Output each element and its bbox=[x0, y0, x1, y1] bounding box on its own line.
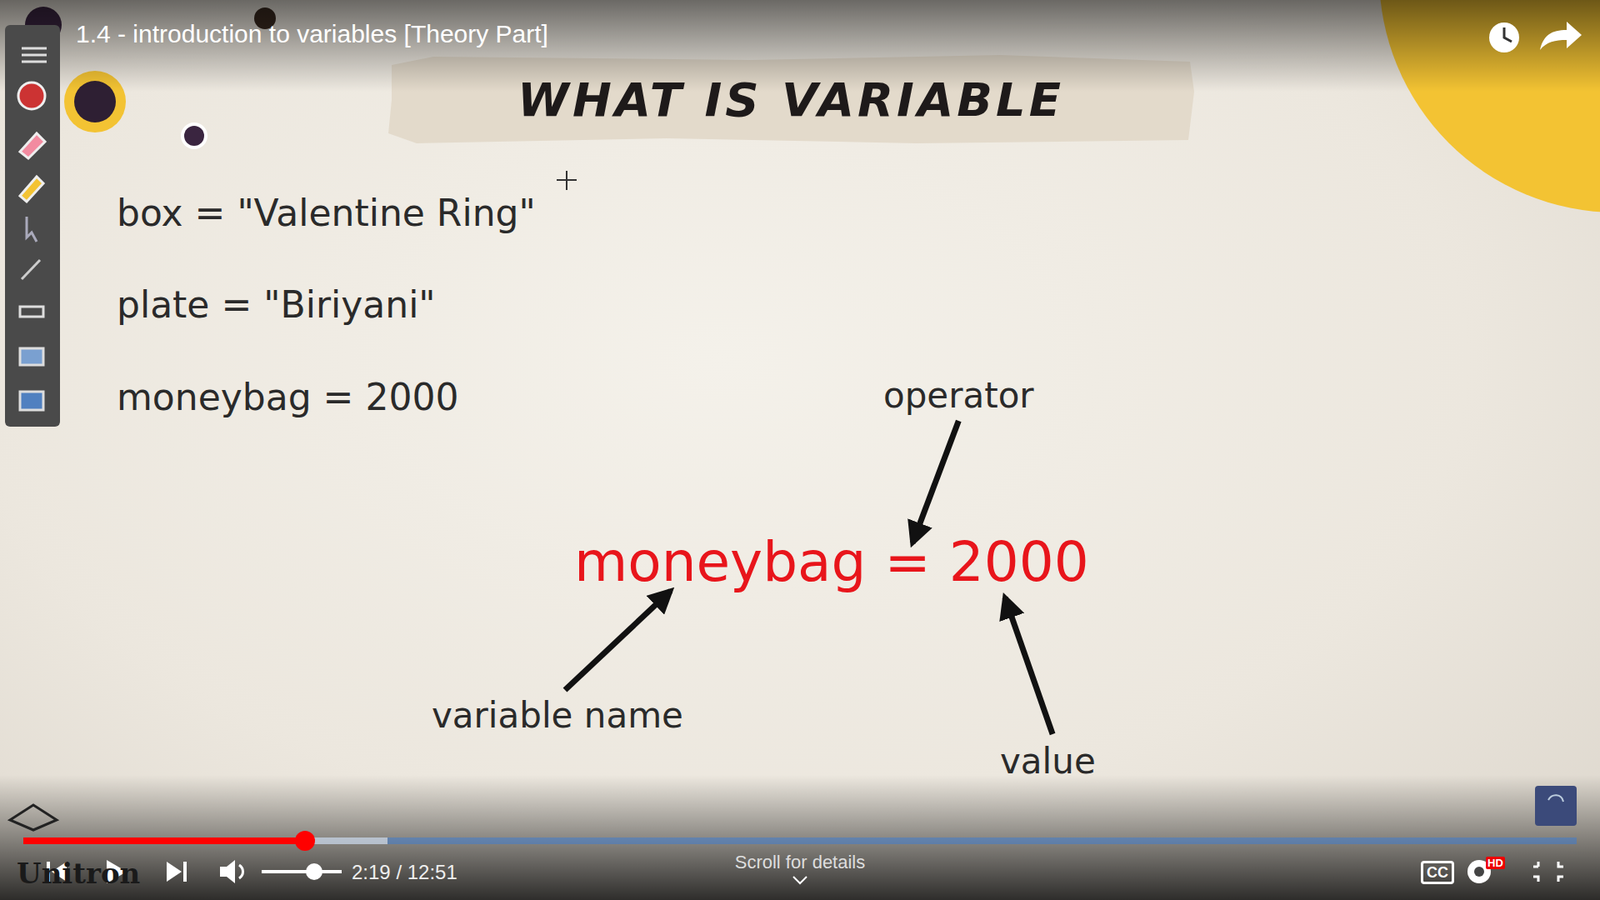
leader-arrow bbox=[1005, 597, 1053, 735]
cc-button: CC bbox=[1420, 860, 1455, 885]
code-line: plate = "Biriyani" bbox=[116, 283, 436, 326]
code-part: 2000 bbox=[949, 530, 1090, 595]
leader-arrow bbox=[912, 420, 959, 543]
watermark: Unitron bbox=[16, 856, 140, 890]
scroll-hint: Scroll for details bbox=[735, 851, 866, 874]
code-line: moneybag = 2000 bbox=[116, 375, 459, 419]
code-part: moneybag bbox=[574, 530, 866, 595]
hd-badge: HD bbox=[1485, 856, 1505, 870]
title-band: WHAT IS VARIABLE bbox=[387, 55, 1195, 143]
annotation: operator bbox=[883, 375, 1035, 416]
code-line: box = "Valentine Ring" bbox=[116, 191, 536, 235]
leader-arrow bbox=[565, 590, 671, 690]
annotation: variable name bbox=[431, 695, 684, 736]
code-part: = bbox=[884, 530, 930, 595]
slide-title: WHAT IS VARIABLE bbox=[517, 72, 1065, 127]
time-display: 2:19 / 12:51 bbox=[351, 860, 458, 885]
code-example: moneybag = 2000 bbox=[574, 530, 1090, 595]
annotation: value bbox=[1000, 740, 1096, 782]
video-title: 1.4 - introduction to variables [Theory … bbox=[75, 20, 549, 49]
